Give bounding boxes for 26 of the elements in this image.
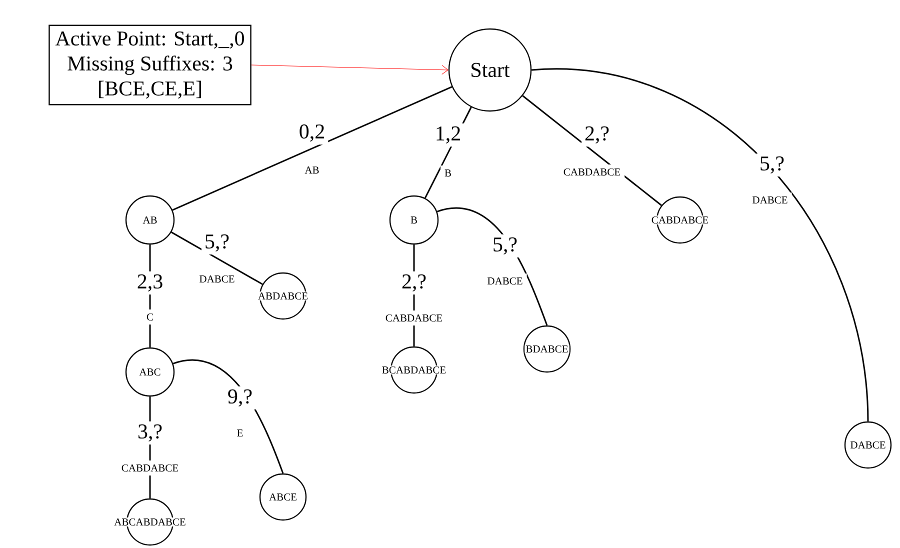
substring-text: DABCE bbox=[483, 273, 527, 289]
edge-label: 1,2 bbox=[432, 123, 464, 147]
edge-label: 5,? bbox=[756, 153, 788, 177]
substring-text: AB bbox=[300, 162, 324, 178]
substring-text: CABDABCE bbox=[381, 310, 447, 326]
edge-line bbox=[532, 69, 869, 422]
substring-text: CABDABCE bbox=[117, 460, 183, 476]
edge-label: 3,? bbox=[134, 421, 166, 445]
substring-text: DABCE bbox=[748, 192, 792, 208]
edge-label: 0,2 bbox=[296, 121, 328, 145]
edge-line bbox=[522, 95, 662, 206]
substring-text: E bbox=[232, 426, 248, 440]
edge-label: 9,? bbox=[224, 386, 256, 410]
edge-line bbox=[171, 232, 263, 285]
substring-text: DABCE bbox=[195, 271, 239, 287]
edge-label: 5,? bbox=[489, 234, 521, 258]
edge-label: 2,3 bbox=[134, 271, 166, 295]
substring-text: CABDABCE bbox=[559, 164, 625, 180]
edge-line bbox=[172, 86, 452, 211]
edge-label: 5,? bbox=[201, 231, 233, 255]
substring-text: C bbox=[142, 309, 158, 325]
edge-line bbox=[251, 64, 448, 75]
info-box: Active Point: Start,_,0 Missing Suffixes: 3 [BCE,CE,E] bbox=[48, 24, 252, 106]
edge-label: 2,? bbox=[398, 271, 430, 295]
substring-text: B bbox=[440, 166, 456, 180]
edge-label: 2,? bbox=[581, 123, 613, 147]
